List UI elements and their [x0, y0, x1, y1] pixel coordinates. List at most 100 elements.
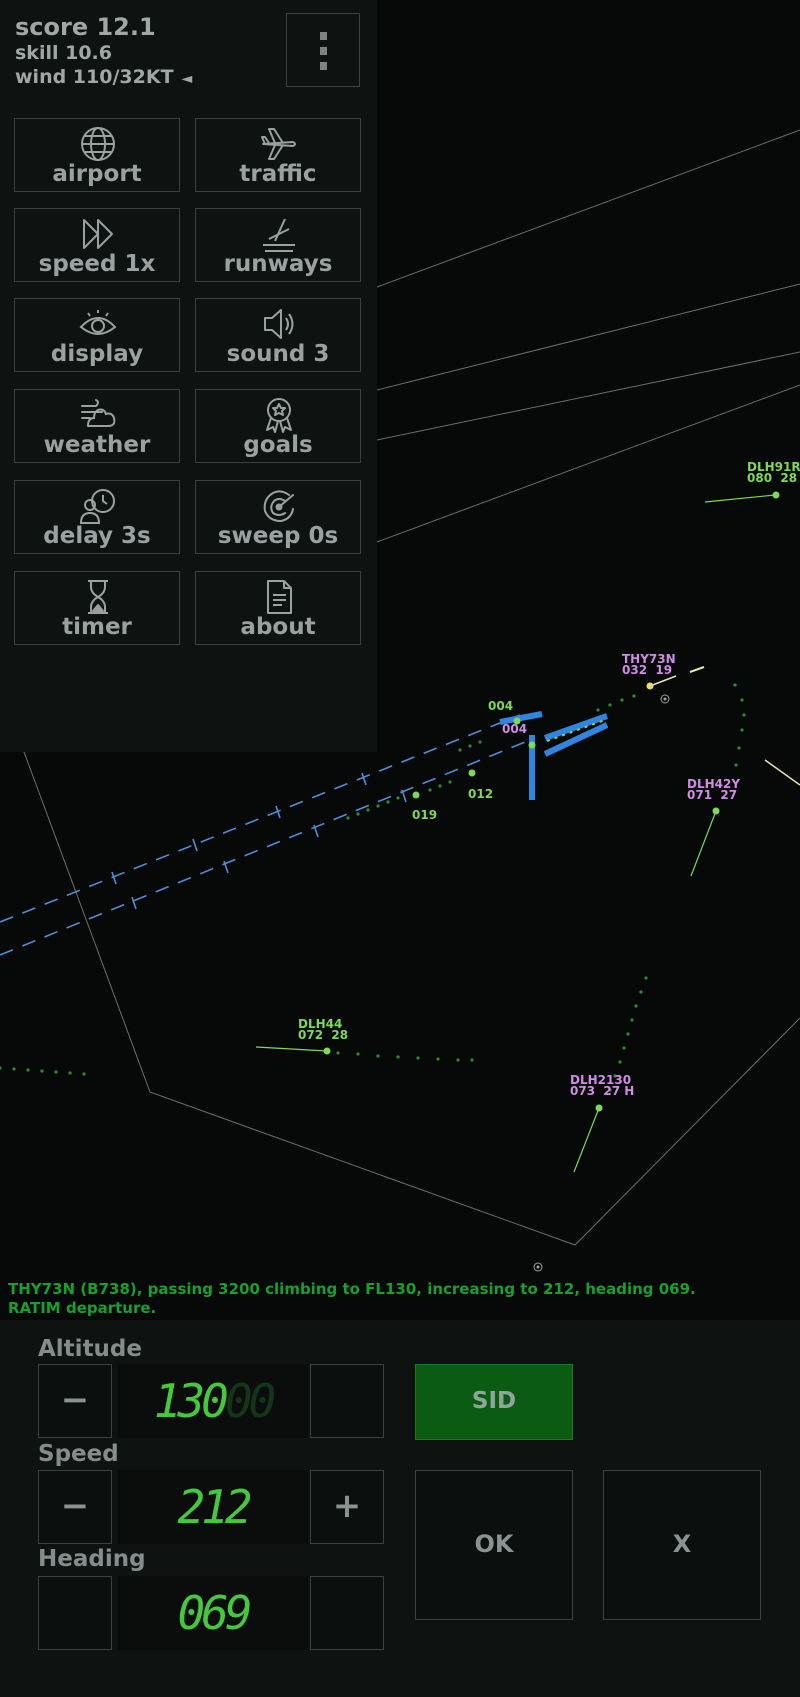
- aircraft-data: 072 28: [298, 1028, 348, 1042]
- heading-label: Heading: [38, 1546, 146, 1572]
- runway-centerline-marks: [546, 719, 606, 742]
- document-icon: [267, 580, 292, 614]
- speed-display[interactable]: 212: [118, 1470, 308, 1544]
- eye-icon: [79, 310, 117, 335]
- aircraft-trails: [0, 683, 746, 1092]
- weather-icon: [81, 399, 116, 427]
- radar-scope[interactable]: 004 004 012 019 DLH91R 080 28 THY73N 032…: [0, 0, 800, 1320]
- aircraft-leader: [764, 759, 800, 786]
- airport-button[interactable]: airport: [14, 118, 180, 192]
- aircraft-dlh44[interactable]: DLH44 072 28: [255, 1017, 348, 1055]
- award-icon: [266, 398, 292, 433]
- fix-label: 019: [412, 808, 437, 822]
- button-label: about: [240, 614, 316, 640]
- altitude-decrease-button[interactable]: −: [38, 1364, 112, 1438]
- sweep-button[interactable]: sweep 0s: [195, 480, 361, 554]
- altitude-label: Altitude: [38, 1336, 142, 1362]
- aircraft-dlh91r[interactable]: DLH91R 080 28: [704, 460, 800, 503]
- globe-icon: [81, 127, 115, 161]
- button-label: traffic: [239, 161, 317, 187]
- altitude-display[interactable]: 13000: [118, 1364, 308, 1438]
- overflow-menu-button[interactable]: [286, 13, 360, 87]
- approach-centerlines: [0, 714, 531, 956]
- button-label: speed 1x: [38, 251, 156, 277]
- sweep-icon: [263, 490, 294, 523]
- fix-label: 004: [488, 699, 513, 713]
- fix-point: [468, 769, 476, 777]
- aircraft-callsign: THY73N: [622, 652, 676, 666]
- timer-button[interactable]: timer: [14, 571, 180, 645]
- heading-left-button[interactable]: [38, 1576, 112, 1650]
- aircraft-data: 073 27 H: [570, 1084, 634, 1098]
- button-label: goals: [243, 432, 313, 458]
- speed-label: Speed: [38, 1441, 119, 1467]
- aircraft-callsign: DLH44: [298, 1017, 342, 1031]
- fix-label: 012: [468, 787, 493, 801]
- sound-button[interactable]: sound 3: [195, 298, 361, 372]
- aircraft-data: 032 19: [622, 663, 672, 677]
- button-label: sweep 0s: [217, 523, 339, 549]
- centerline-ticks: [111, 772, 407, 910]
- button-label: timer: [62, 614, 132, 640]
- fix-label: 004: [502, 722, 527, 736]
- menu-panel: score 12.1 skill 10.6 wind 110/32KT ◄ air…: [0, 0, 377, 752]
- altitude-increase-button[interactable]: [310, 1364, 384, 1438]
- aircraft-data: 080 28: [747, 471, 797, 485]
- aircraft-thy73n[interactable]: THY73N 032 19: [622, 652, 677, 690]
- cancel-button[interactable]: X: [603, 1470, 761, 1620]
- aircraft-callsign: DLH42Y: [687, 777, 740, 791]
- hourglass-icon: [88, 580, 108, 614]
- aircraft-dlh2130[interactable]: DLH2130 073 27 H: [570, 1073, 634, 1173]
- kebab-dot-icon: [320, 62, 327, 70]
- heading-right-button[interactable]: [310, 1576, 384, 1650]
- airplane-icon: [261, 128, 296, 160]
- score-readout: score 12.1: [15, 13, 156, 41]
- sector-boundaries: [23, 129, 800, 1246]
- delay-button[interactable]: delay 3s: [14, 480, 180, 554]
- heading-display[interactable]: 069: [118, 1576, 308, 1650]
- button-label: airport: [52, 161, 142, 187]
- goals-button[interactable]: goals: [195, 389, 361, 463]
- delay-icon: [79, 489, 115, 524]
- button-label: sound 3: [226, 341, 330, 367]
- about-button[interactable]: about: [195, 571, 361, 645]
- fix-point: [412, 791, 420, 799]
- button-label: delay 3s: [43, 523, 151, 549]
- sid-button[interactable]: SID: [415, 1364, 573, 1440]
- speed-button[interactable]: speed 1x: [14, 208, 180, 282]
- speaker-icon: [264, 309, 294, 339]
- readback-message: THY73N (B738), passing 3200 climbing to …: [8, 1280, 798, 1318]
- speed-increase-button[interactable]: +: [310, 1470, 384, 1544]
- message-line: THY73N (B738), passing 3200 climbing to …: [8, 1280, 696, 1298]
- aircraft-data: 071 27: [687, 788, 737, 802]
- traffic-button[interactable]: traffic: [195, 118, 361, 192]
- runway-icon: [263, 218, 295, 252]
- fix-point: [528, 741, 536, 749]
- button-label: weather: [43, 432, 151, 458]
- ok-button[interactable]: OK: [415, 1470, 573, 1620]
- altitude-digits: 130: [153, 1374, 229, 1428]
- fast-forward-icon: [83, 219, 113, 249]
- weather-button[interactable]: weather: [14, 389, 180, 463]
- kebab-dot-icon: [320, 32, 327, 40]
- wind-arrow-icon: ◄: [181, 71, 193, 87]
- aircraft-callsign: DLH91R: [747, 460, 800, 474]
- fix-point: [513, 717, 521, 725]
- kebab-dot-icon: [320, 47, 327, 55]
- button-label: runways: [223, 251, 333, 277]
- wind-readout: wind 110/32KT ◄: [15, 66, 192, 88]
- runways-button[interactable]: runways: [195, 208, 361, 282]
- navaid-markers: [533, 694, 670, 1272]
- aircraft-leader: [689, 666, 705, 673]
- message-line: RATIM departure.: [8, 1299, 157, 1317]
- fix-group: 004 004 012 019: [412, 699, 536, 822]
- aircraft-dlh42y[interactable]: DLH42Y 071 27: [687, 777, 740, 877]
- button-label: display: [50, 341, 144, 367]
- speed-decrease-button[interactable]: −: [38, 1470, 112, 1544]
- display-button[interactable]: display: [14, 298, 180, 372]
- clearance-panel: Altitude − 13000 SID Speed − 212 + OK X …: [0, 1320, 800, 1697]
- skill-readout: skill 10.6: [15, 42, 112, 64]
- wind-text: wind 110/32KT: [15, 66, 174, 88]
- altitude-unused-digits: 00: [224, 1374, 276, 1428]
- aircraft-callsign: DLH2130: [570, 1073, 631, 1087]
